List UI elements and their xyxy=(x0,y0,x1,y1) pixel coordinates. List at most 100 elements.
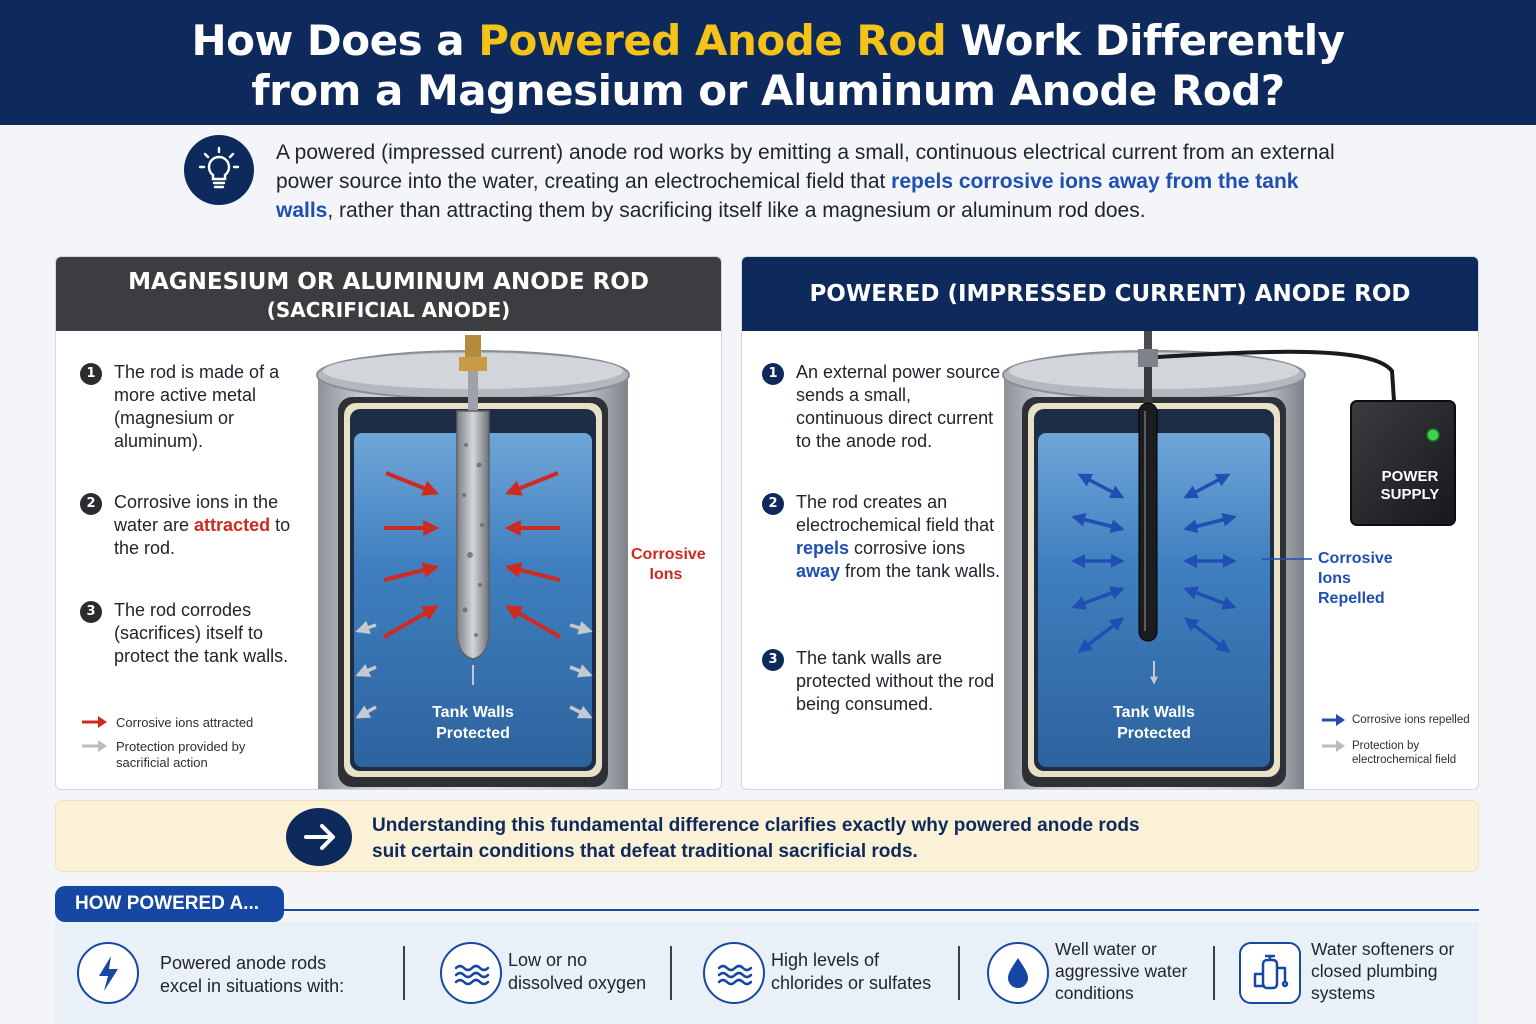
tank-label-line-1: Tank Walls xyxy=(432,704,514,721)
power-supply-box xyxy=(1350,400,1456,526)
separator xyxy=(670,946,672,1000)
header-banner: How Does a Powered Anode Rod Work Differ… xyxy=(0,0,1536,125)
corrosive-ions-label: Corrosive Ions xyxy=(631,545,706,585)
side-label-line-1: Corrosive xyxy=(1318,550,1393,567)
gray-arrow-icon xyxy=(1322,740,1345,752)
condition-line-1: Low or no xyxy=(508,950,588,970)
condition-text: Well water or aggressive water condition… xyxy=(1055,938,1187,1004)
banner-line-2: suit certain conditions that defeat trad… xyxy=(372,841,918,862)
condition-line-3: systems xyxy=(1311,983,1376,1003)
key-takeaway-banner: Understanding this fundamental differenc… xyxy=(55,800,1479,872)
legend-item-field: Protection by electrochemical field xyxy=(1320,739,1470,767)
left-step-1: 1 The rod is made of a more active metal… xyxy=(80,361,300,491)
left-panel-header: MAGNESIUM OR ALUMINUM ANODE ROD (SACRIFI… xyxy=(56,257,721,331)
attracted-ion-arrows xyxy=(383,471,561,639)
tank-label-line-1: Tank Walls xyxy=(1113,704,1195,721)
sacrificial-anode-panel: MAGNESIUM OR ALUMINUM ANODE ROD (SACRIFI… xyxy=(55,256,722,790)
condition-line-2: aggressive water xyxy=(1055,961,1188,981)
right-panel-header: POWERED (IMPRESSED CURRENT) ANODE ROD xyxy=(742,257,1478,331)
step-text: The rod is made of a more active metal (… xyxy=(114,362,280,451)
step-number: 3 xyxy=(762,649,784,671)
right-step-1: 1 An external power source sends a small… xyxy=(762,361,1002,491)
legend-item-repelled: Corrosive ions repelled xyxy=(1320,713,1470,727)
repelled-ion-arrows xyxy=(1071,473,1237,653)
legend-text: Protection provided by sacrificial actio… xyxy=(116,739,246,770)
separator xyxy=(1213,946,1215,1000)
step-number: 1 xyxy=(762,363,784,385)
blue-arrow-icon xyxy=(1322,714,1345,726)
right-panel-title: POWERED (IMPRESSED CURRENT) ANODE ROD xyxy=(809,281,1411,307)
side-label-line-2: Ions xyxy=(1318,570,1351,587)
intro-text-b: , rather than attracting them by sacrifi… xyxy=(327,199,1146,222)
banner-text: Understanding this fundamental differenc… xyxy=(372,813,1272,865)
left-step-2: 2 Corrosive ions in the water are attrac… xyxy=(80,491,300,599)
condition-text: Low or no dissolved oxygen xyxy=(508,949,646,995)
step-emphasis: attracted xyxy=(194,515,271,535)
title-part-2: Work Differently xyxy=(946,16,1345,65)
page-title: How Does a Powered Anode Rod Work Differ… xyxy=(0,0,1536,116)
water-softener-icon xyxy=(1239,942,1301,1004)
rod-fitting xyxy=(465,335,481,361)
step-number: 2 xyxy=(762,493,784,515)
intro-paragraph: A powered (impressed current) anode rod … xyxy=(276,138,1336,225)
corrosive-ions-repelled-label: Corrosive Ions Repelled xyxy=(1318,549,1438,609)
power-led-icon xyxy=(1426,428,1440,442)
power-supply-label-1: POWER xyxy=(1382,468,1439,485)
title-line-2: from a Magnesium or Aluminum Anode Rod? xyxy=(251,66,1285,115)
rod-stem xyxy=(1144,367,1152,407)
sacrificial-rod xyxy=(456,410,490,660)
protection-arrows xyxy=(355,620,593,719)
powered-anode-panel: POWERED (IMPRESSED CURRENT) ANODE ROD 1 … xyxy=(741,256,1479,790)
intro-line-1: Powered anode rods xyxy=(160,953,327,973)
rod-fitting xyxy=(1138,349,1158,367)
legend-item-attracted: Corrosive ions attracted xyxy=(80,715,280,731)
side-label-line-1: Corrosive xyxy=(631,546,706,563)
step-number: 2 xyxy=(80,493,102,515)
step-text: The rod corrodes (sacrifices) itself to … xyxy=(114,600,289,666)
condition-low-oxygen: Low or no dissolved oxygen xyxy=(440,922,670,1024)
step-text: from the tank walls. xyxy=(840,561,1001,581)
left-step-3: 3 The rod corrodes (sacrifices) itself t… xyxy=(80,599,300,668)
legend-text: Protection by electrochemical field xyxy=(1352,740,1457,766)
section-divider xyxy=(284,909,1479,911)
condition-line-2: closed plumbing xyxy=(1311,961,1438,981)
step-text: corrosive ions xyxy=(849,538,966,558)
title-part-1: How Does a xyxy=(191,16,479,65)
arrow-right-icon xyxy=(286,808,352,866)
condition-line-3: conditions xyxy=(1055,983,1134,1003)
tank-lid-top xyxy=(1009,353,1299,389)
lightning-bolt-icon xyxy=(77,942,139,1004)
left-steps: 1 The rod is made of a more active metal… xyxy=(80,361,300,668)
conditions-strip: Powered anode rods excel in situations w… xyxy=(55,922,1479,1024)
legend-text: Corrosive ions attracted xyxy=(116,715,254,730)
red-arrow-icon xyxy=(82,716,107,728)
legend-item-sacrificial: Protection provided by sacrificial actio… xyxy=(80,739,280,771)
right-step-2: 2 The rod creates an electrochemical fie… xyxy=(762,491,1002,647)
title-highlight: Powered Anode Rod xyxy=(478,16,947,65)
step-text: The tank walls are protected without the… xyxy=(796,648,995,714)
condition-chlorides: High levels of chlorides or sulfates xyxy=(703,922,963,1024)
separator xyxy=(958,946,960,1000)
section-tab[interactable]: HOW POWERED A... xyxy=(55,886,284,922)
step-number: 3 xyxy=(80,601,102,623)
rod-terminal xyxy=(1144,331,1152,351)
right-steps: 1 An external power source sends a small… xyxy=(762,361,1002,716)
intro-emphasis: repels corrosive ions away from the tank… xyxy=(276,170,1299,222)
left-panel-title: MAGNESIUM OR ALUMINUM ANODE ROD xyxy=(128,269,649,295)
condition-line-2: chlorides or sulfates xyxy=(771,973,932,993)
condition-water-softeners: Water softeners or closed plumbing syste… xyxy=(1239,922,1479,1024)
intro-line-2: excel in situations with: xyxy=(160,976,345,996)
legend-text: Corrosive ions repelled xyxy=(1352,714,1470,726)
rod-nut xyxy=(459,357,487,371)
side-label-line-2: Ions xyxy=(649,566,683,583)
tank-label-line-2: Protected xyxy=(436,725,510,742)
conditions-intro: Powered anode rods excel in situations w… xyxy=(55,922,405,1024)
left-legend: Corrosive ions attracted Protection prov… xyxy=(80,715,280,779)
rod-corrosion xyxy=(462,443,484,637)
step-text: An external power source sends a small, … xyxy=(796,362,1001,451)
step-text: to the rod. xyxy=(114,515,291,558)
water-waves-icon xyxy=(440,942,502,1004)
left-panel-subtitle: (SACRIFICIAL ANODE) xyxy=(266,298,511,322)
power-cable xyxy=(1157,349,1396,402)
